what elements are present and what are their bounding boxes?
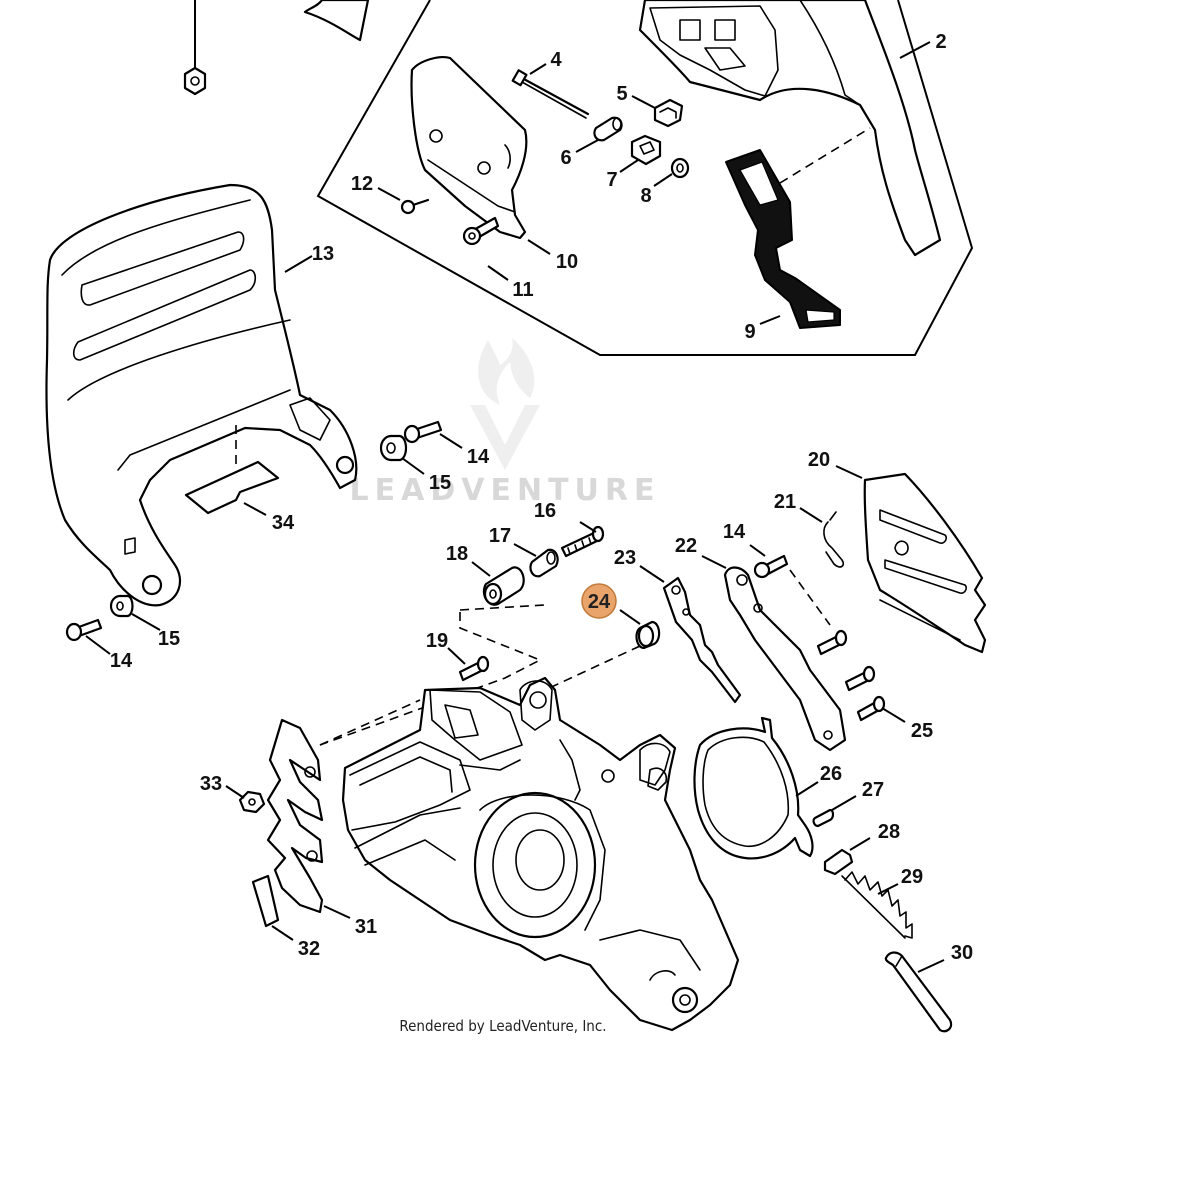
- callout-15-lower[interactable]: 15: [158, 628, 180, 650]
- callout-7[interactable]: 7: [606, 169, 617, 191]
- part-5-slider-nut: [653, 98, 684, 128]
- dash-9-2: [779, 127, 871, 184]
- callout-11[interactable]: 11: [512, 279, 533, 301]
- part-18-bushing: [482, 566, 525, 606]
- part-4-tensioner-screw: [511, 69, 590, 119]
- nut-top: [183, 66, 207, 96]
- part-17-sleeve: [529, 548, 559, 578]
- part-6-tensioner-pin: [593, 116, 623, 142]
- callout-30[interactable]: 30: [951, 942, 973, 964]
- part-22-bracket: [723, 566, 847, 752]
- part-24-sleeve: [635, 620, 661, 650]
- callout-10[interactable]: 10: [556, 251, 578, 273]
- callout-17[interactable]: 17: [489, 525, 511, 547]
- callout-22[interactable]: 22: [675, 535, 697, 557]
- part-25-screw-c: [856, 695, 886, 722]
- dash-31: [319, 699, 421, 746]
- part-25-screw-a: [816, 629, 848, 656]
- callout-leaders: [85, 41, 945, 973]
- part-7-slider: [630, 134, 662, 166]
- callout-24[interactable]: 24: [588, 591, 611, 613]
- callout-15-upper[interactable]: 15: [429, 472, 451, 494]
- part-14-screw-upper: [403, 420, 443, 444]
- callout-14-mid[interactable]: 14: [723, 521, 746, 543]
- part-29-spring: [841, 871, 913, 939]
- part-11-screw: [462, 216, 500, 246]
- part-21-spring-clip: [823, 511, 845, 568]
- dash-18: [459, 604, 546, 611]
- callout-27[interactable]: 27: [862, 779, 884, 801]
- callout-20[interactable]: 20: [808, 449, 830, 471]
- callout-26[interactable]: 26: [820, 763, 842, 785]
- callout-2[interactable]: 2: [935, 31, 946, 53]
- part-26-brake-band: [693, 716, 814, 860]
- callout-9[interactable]: 9: [744, 321, 755, 343]
- part-19-screw: [458, 655, 490, 682]
- part-14-screw-lower: [65, 618, 103, 642]
- part-25-screw-b: [844, 665, 876, 692]
- part-30-tube: [884, 951, 953, 1033]
- callout-4[interactable]: 4: [550, 49, 562, 71]
- inset-frame: [316, 0, 974, 356]
- callout-34[interactable]: 34: [272, 512, 295, 534]
- part-15-bushing-lower: [109, 594, 134, 618]
- dash-24: [544, 645, 641, 691]
- callout-18[interactable]: 18: [446, 543, 468, 565]
- callout-21[interactable]: 21: [774, 491, 796, 513]
- dash-22: [789, 569, 831, 626]
- callout-31[interactable]: 31: [355, 916, 377, 938]
- part-31-bumper-spike: [266, 718, 324, 914]
- watermark-logo: [470, 338, 540, 470]
- part-13-hand-guard: [45, 183, 358, 607]
- watermark-text: LEADVENTURE: [350, 473, 661, 508]
- part-27-pin: [812, 808, 835, 828]
- part-15-bushing-upper: [379, 434, 408, 462]
- part-23-lever: [662, 576, 742, 704]
- render-credit: Rendered by LeadVenture, Inc.: [399, 1017, 606, 1035]
- part-28-retainer: [823, 848, 854, 876]
- callout-16[interactable]: 16: [534, 500, 556, 522]
- callout-19[interactable]: 19: [426, 630, 448, 652]
- part-8-washer: [670, 157, 690, 179]
- callout-23[interactable]: 23: [614, 547, 636, 569]
- callout-numbers: 2 4 5 6 7 8 9 10 11 12 13 14 14 14 15 15…: [110, 31, 973, 964]
- crankcase-housing: [341, 676, 740, 1032]
- callout-14-upper[interactable]: 14: [467, 446, 490, 468]
- bracket-top-left: [303, 0, 370, 42]
- part-20-cover-plate: [863, 472, 987, 654]
- part-16-screw: [560, 525, 605, 558]
- callout-6[interactable]: 6: [560, 147, 571, 169]
- highlight-24: [581, 583, 617, 619]
- part-10-side-plate: [410, 56, 528, 240]
- part-12-screw: [400, 198, 430, 215]
- callout-5[interactable]: 5: [616, 83, 627, 105]
- callout-32[interactable]: 32: [298, 938, 320, 960]
- callout-33[interactable]: 33: [200, 773, 222, 795]
- callout-13[interactable]: 13: [312, 243, 334, 265]
- callout-28[interactable]: 28: [878, 821, 900, 843]
- part-32-plate: [251, 874, 280, 928]
- part-33-nut: [238, 790, 266, 814]
- callout-29[interactable]: 29: [901, 866, 923, 888]
- part-2-chain-sprocket-cover: [638, 0, 942, 257]
- callout-14-lower[interactable]: 14: [110, 650, 133, 672]
- callout-8[interactable]: 8: [640, 185, 651, 207]
- callout-25[interactable]: 25: [911, 720, 933, 742]
- part-14-screw-mid: [753, 554, 789, 579]
- part-34-label: [184, 460, 280, 515]
- part-9-chain-guide: [725, 149, 841, 329]
- callout-12[interactable]: 12: [351, 173, 373, 195]
